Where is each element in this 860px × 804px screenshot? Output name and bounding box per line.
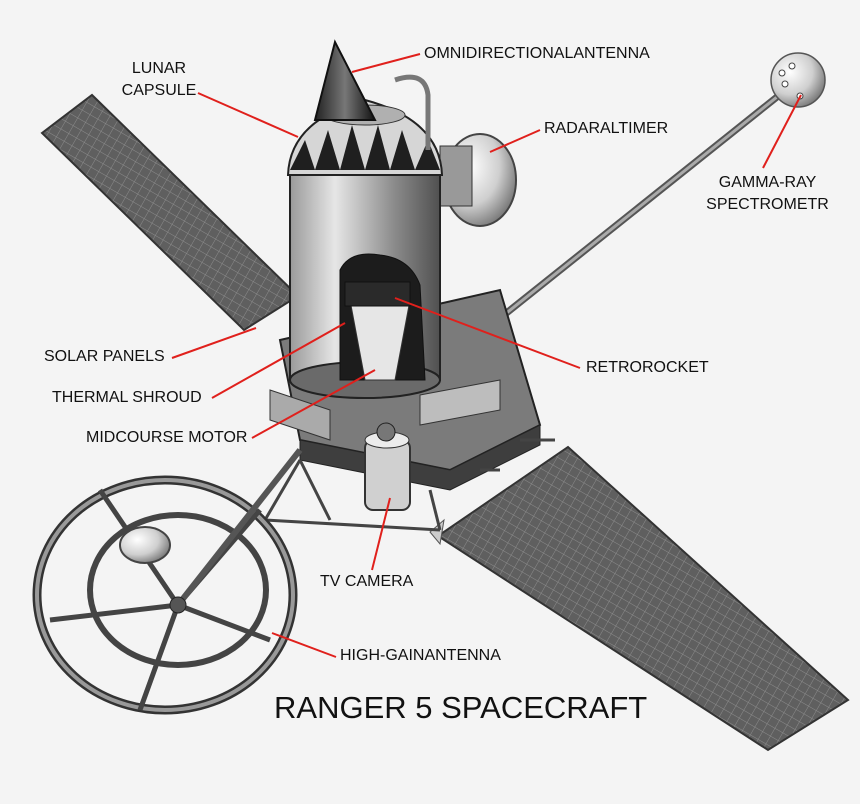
leader-lunar-capsule (198, 93, 298, 137)
label-midcourse-motor: MIDCOURSE MOTOR (86, 427, 247, 449)
main-cylinder (290, 170, 440, 398)
label-gamma-ray: GAMMA-RAY SPECTROMETR (700, 172, 835, 216)
label-thermal-shroud: THERMAL SHROUD (52, 387, 202, 409)
label-radar-altimeter: RADARALTIMER (544, 118, 668, 140)
label-retrorocket: RETROROCKET (586, 357, 709, 379)
high-gain-antenna (37, 450, 300, 710)
label-gamma-ray-line1: GAMMA-RAY (700, 172, 835, 194)
label-solar-panels: SOLAR PANELS (44, 346, 165, 368)
leader-solar-panels (172, 328, 256, 358)
diagram-title: RANGER 5 SPACECRAFT (274, 690, 647, 726)
label-tv-camera: TV CAMERA (320, 571, 413, 593)
label-lunar-capsule-line2: CAPSULE (114, 80, 204, 102)
radar-altimeter (440, 134, 516, 226)
label-omni-antenna: OMNIDIRECTIONALANTENNA (424, 43, 650, 65)
label-lunar-capsule-line1: LUNAR (114, 58, 204, 80)
leader-omni-antenna (352, 54, 420, 72)
label-high-gain-antenna: HIGH-GAINANTENNA (340, 645, 501, 667)
left-solar-panel (42, 95, 298, 330)
tv-camera (365, 423, 410, 510)
label-lunar-capsule: LUNAR CAPSULE (114, 58, 204, 102)
label-gamma-ray-line2: SPECTROMETR (700, 194, 835, 216)
